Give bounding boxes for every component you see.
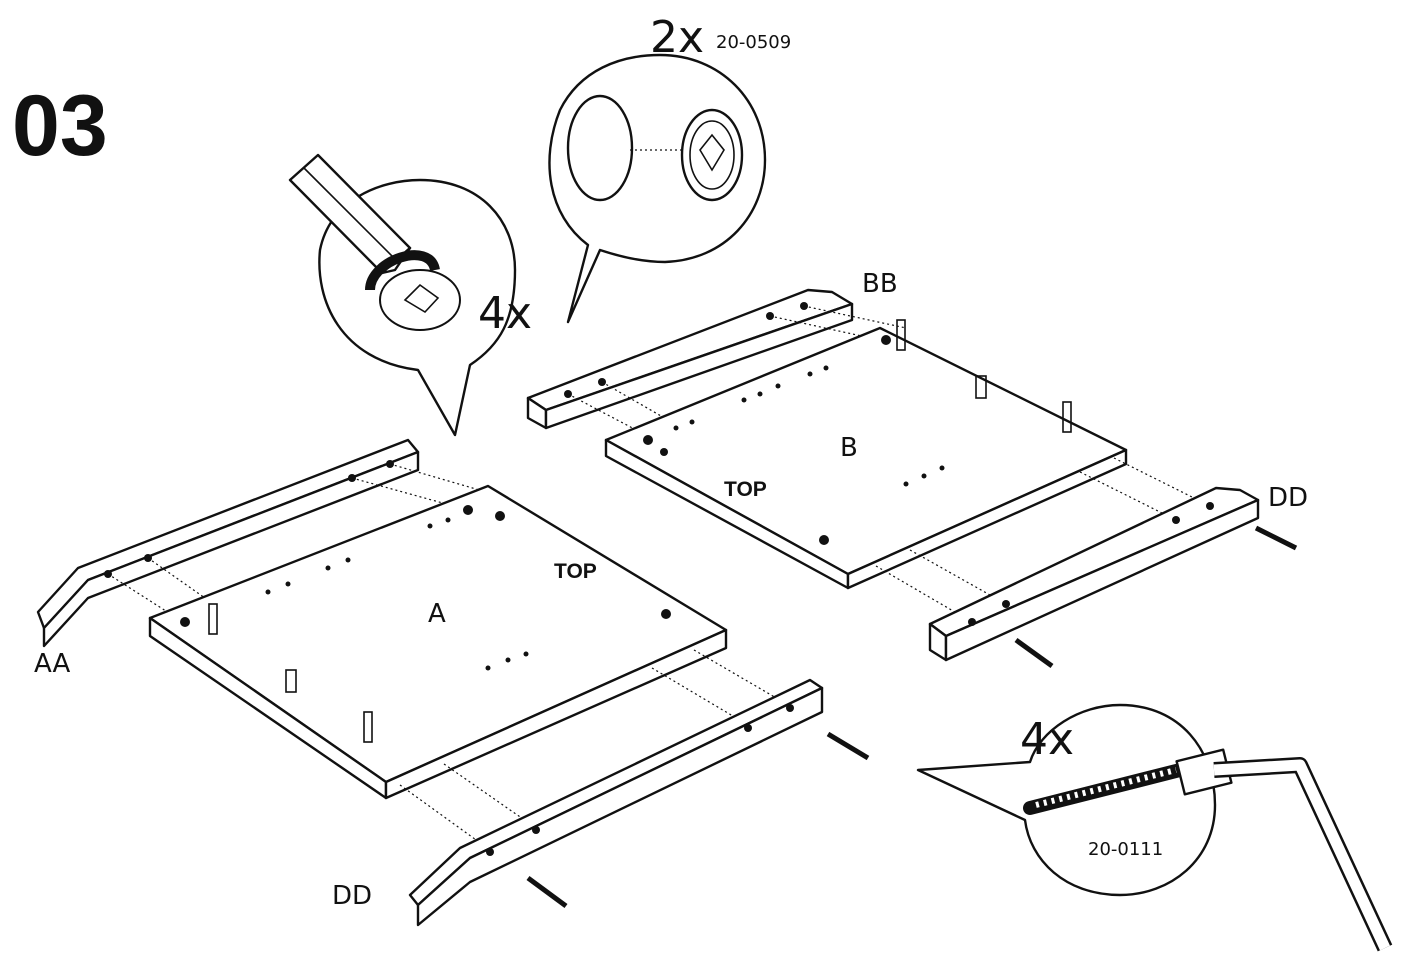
screw-icon (526, 875, 568, 909)
rail-dd-right (928, 486, 1260, 662)
rail-dd-left-label: DD (332, 881, 372, 911)
rail-aa-label: AA (34, 649, 71, 679)
panel-a: A TOP (148, 484, 728, 800)
screw-quantity: 4x (1020, 714, 1074, 765)
screw-icon (1023, 748, 1233, 815)
cam-lock-icon (365, 250, 461, 331)
rail-bb (526, 288, 854, 430)
screw-icon (1254, 525, 1298, 551)
screw-icon (1014, 637, 1054, 669)
cam-lock-icon (680, 108, 744, 202)
cam-lock-part-code: 20-0509 (716, 32, 791, 53)
rail-bb-label: BB (862, 269, 898, 299)
screw-callout: 4x 20-0111 (916, 703, 1393, 952)
rail-dd-left (408, 678, 824, 927)
allen-key-icon (1213, 757, 1393, 952)
dowel-icon (363, 711, 373, 743)
panel-a-orientation: TOP (554, 560, 597, 583)
dowel-icon (208, 603, 218, 635)
dowel-icon (896, 319, 906, 351)
cam-lock-insert-callout: 2x 20-0509 (548, 12, 791, 324)
dowel-icon (975, 375, 987, 399)
dowel-icon (285, 669, 297, 693)
dowel-icon (1062, 401, 1072, 433)
panel-b-label: B (840, 433, 858, 463)
cam-hole-icon (566, 94, 634, 202)
panel-a-label: A (428, 599, 446, 629)
panel-b-orientation: TOP (724, 478, 767, 501)
step-number: 03 (12, 78, 108, 174)
cam-lock-tighten-callout: 4x (288, 153, 532, 437)
screw-icon (826, 731, 870, 761)
screw-part-code: 20-0111 (1088, 839, 1163, 860)
panel-b-assembly: B TOP BB DD (526, 269, 1308, 669)
rail-dd-right-label: DD (1268, 483, 1308, 513)
cam-lock-insert-quantity: 2x (650, 12, 704, 63)
panel-b: B TOP (604, 319, 1128, 590)
cam-lock-tighten-quantity: 4x (478, 288, 532, 339)
panel-a-assembly: A TOP AA DD (34, 438, 870, 927)
